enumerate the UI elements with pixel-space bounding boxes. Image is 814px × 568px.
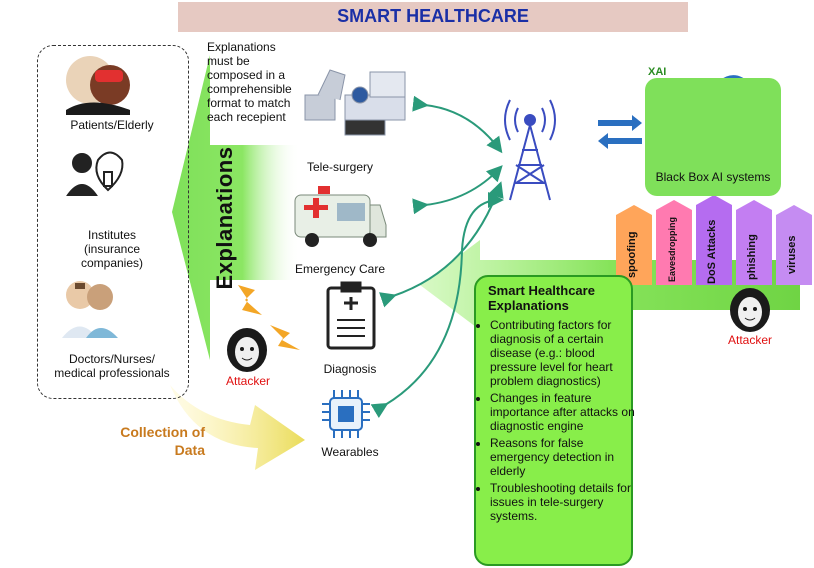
attack-label-dos: DoS Attacks (706, 219, 718, 284)
lightning-bolt-icon (238, 285, 300, 350)
collection-of-data-label: Collection of Data (120, 424, 205, 458)
diagnosis-clipboard-icon (326, 281, 376, 350)
link-emergency (412, 165, 503, 215)
patients-icon (66, 56, 130, 115)
list-item: Reasons for false emergency detection in… (490, 436, 640, 478)
attack-label-phishing: phishing (746, 234, 758, 280)
blackbox-label: Black Box AI systems (655, 170, 771, 184)
smart-explanations-box (474, 275, 633, 566)
attack-pennant-phishing (736, 200, 772, 285)
xai-box (645, 78, 781, 196)
wearable-chip-icon (322, 390, 370, 438)
tele-surgery-robot-icon (304, 69, 406, 136)
ambulance-icon (294, 186, 387, 247)
wearables-label: Wearables (321, 445, 379, 459)
list-item: Contributing factors for diagnosis of a … (490, 318, 640, 388)
link-telesurgery (412, 95, 503, 154)
exchange-arrows-icon (598, 115, 642, 149)
list-item: Changes in feature importance after atta… (490, 391, 640, 433)
antenna-tower-icon (504, 99, 556, 201)
smart-explanations-list: Contributing factors for diagnosis of a … (478, 318, 640, 526)
page-title: SMART HEALTHCARE (337, 6, 529, 26)
link-wearables (370, 192, 504, 419)
institutes-label: Institutes (insurance companies) (80, 228, 144, 270)
doctors-icon (62, 281, 118, 338)
attack-pennant-spoofing (616, 205, 652, 285)
patients-label: Patients/Elderly (70, 118, 154, 132)
institute-icon (66, 151, 124, 196)
explanation-note: Explanations must be composed in a compr… (207, 40, 292, 124)
attack-pennants (616, 195, 812, 285)
stakeholders-box (37, 45, 189, 399)
collection-arrow (170, 385, 305, 470)
list-item: Troubleshooting details for issues in te… (490, 481, 640, 523)
emergency-care-label: Emergency Care (294, 262, 386, 276)
title-bar (178, 2, 688, 32)
attack-label-spoofing: spoofing (626, 231, 638, 278)
attack-pennant-dos (696, 195, 732, 285)
doctors-label: Doctors/Nurses/ medical professionals (54, 352, 170, 380)
attack-pennant-viruses (776, 205, 812, 285)
tele-surgery-label: Tele-surgery (306, 160, 374, 174)
explanations-label: Explanations (212, 146, 237, 290)
diagnosis-label: Diagnosis (323, 362, 377, 376)
smart-explanations-title: Smart Healthcare Explanations (488, 283, 595, 313)
attack-pennant-eavesdropping (656, 200, 692, 285)
xai-label: XAI (648, 66, 667, 78)
attacker-label-left: Attacker (225, 374, 270, 388)
attack-label-viruses: viruses (786, 235, 798, 274)
attacker-mask-icon-right (730, 288, 770, 332)
explanations-arrow (172, 55, 300, 360)
attacker-mask-icon-left (227, 328, 267, 372)
attacker-label-right: Attacker (727, 333, 772, 347)
attack-label-eavesdropping: Eavesdropping (667, 216, 677, 282)
